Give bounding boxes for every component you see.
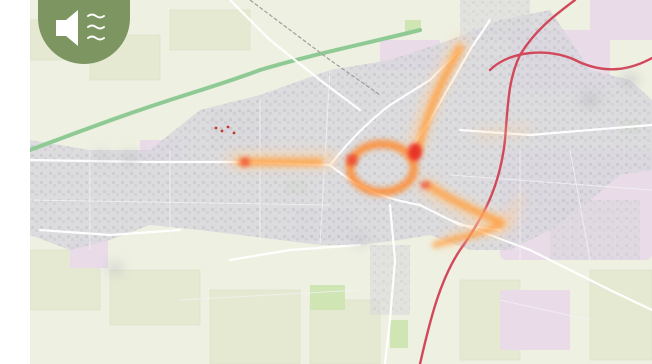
outskirts bbox=[210, 0, 640, 315]
urban-fabric bbox=[30, 10, 652, 250]
road-network bbox=[30, 0, 652, 364]
markers bbox=[214, 125, 236, 135]
speaker-noise-icon bbox=[56, 10, 105, 46]
motorway bbox=[418, 0, 652, 364]
noise-badge[interactable] bbox=[38, 0, 130, 64]
railway bbox=[249, 0, 381, 96]
street-map[interactable] bbox=[30, 0, 652, 364]
river bbox=[30, 28, 422, 152]
noise-heatmap bbox=[96, 37, 638, 273]
